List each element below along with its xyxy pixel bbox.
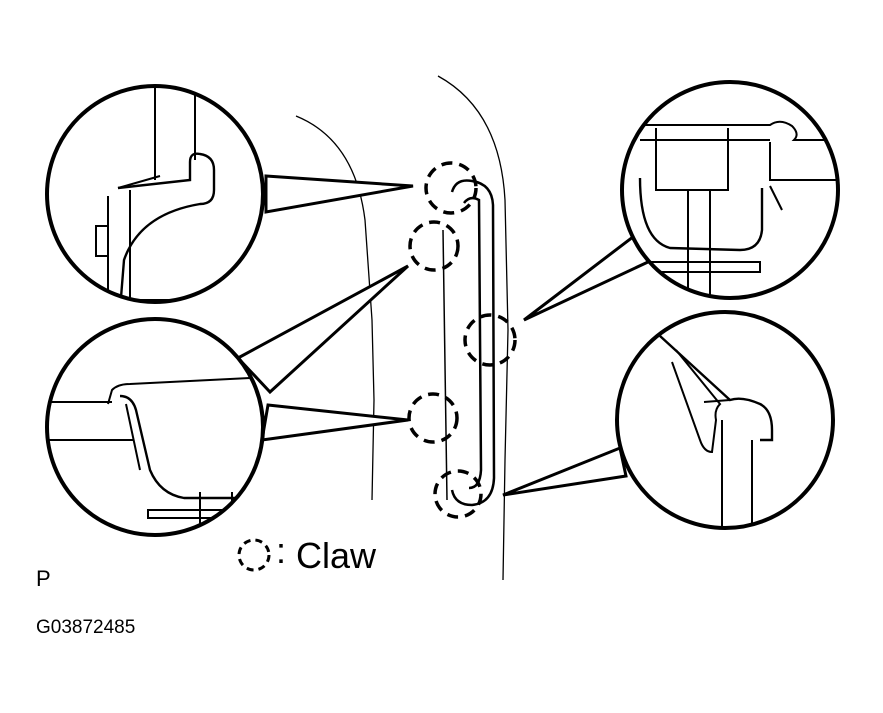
detail-view-top-right xyxy=(620,80,840,300)
claw-marker-middle xyxy=(463,313,517,367)
claw-marker-bottom xyxy=(433,469,483,519)
figure-id: G03872485 xyxy=(36,617,135,638)
claw-marker-lower xyxy=(407,392,459,444)
claw-marker-top xyxy=(424,161,478,215)
legend: : Claw xyxy=(237,530,377,576)
view-code: P xyxy=(36,566,51,591)
leader-low-left xyxy=(260,403,409,442)
claw-marker-upper xyxy=(408,220,460,272)
garnish-rail xyxy=(442,179,496,507)
claw-markers xyxy=(407,161,517,519)
detail-view-top-left xyxy=(45,84,265,304)
detail-view-mid-left xyxy=(45,317,265,537)
dashed-circle-icon xyxy=(237,538,271,572)
leader-top-right xyxy=(523,227,650,322)
leader-mid-left xyxy=(235,264,410,395)
callout-leaders xyxy=(235,174,650,497)
part-outline xyxy=(295,75,509,581)
legend-colon: : xyxy=(276,530,286,571)
detail-view-bottom-right xyxy=(615,310,835,530)
leader-bottom-right xyxy=(502,445,628,497)
legend-label: Claw xyxy=(296,535,377,576)
leader-top-left xyxy=(264,174,414,214)
